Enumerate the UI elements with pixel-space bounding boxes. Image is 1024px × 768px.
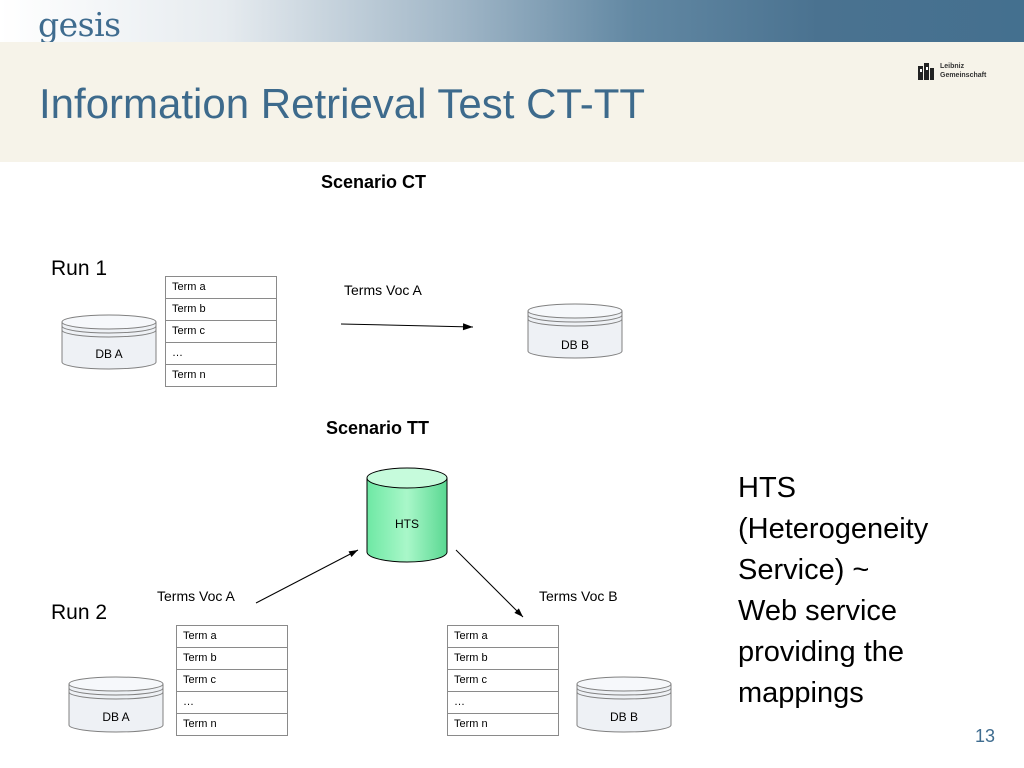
table-row: Term c	[165, 320, 277, 343]
hts-description-line: providing the	[738, 636, 905, 668]
table-row: Term a	[176, 625, 288, 648]
db-b-run1-cylinder: DB B	[527, 303, 623, 359]
term-cell: Term b	[447, 647, 559, 670]
hts-description-line: (Heterogeneity	[738, 513, 929, 545]
leibniz-mark-icon	[918, 63, 934, 80]
term-cell: Term n	[165, 364, 277, 387]
hts-cylinder: HTS	[366, 467, 448, 563]
run1-label: Run 1	[51, 257, 108, 280]
table-row: Term c	[447, 669, 559, 692]
db-a-run1-label: DB A	[95, 347, 122, 361]
tt-arrow-from-hts	[455, 549, 524, 618]
tt-arrow-right-label: Terms Voc B	[539, 588, 618, 604]
table-row: …	[165, 342, 277, 365]
run2-left-term-table: Term a Term b Term c … Term n	[176, 625, 288, 736]
db-a-run2-cylinder: DB A	[68, 676, 164, 733]
run2-right-term-table: Term a Term b Term c … Term n	[447, 625, 559, 736]
term-cell: Term a	[165, 276, 277, 299]
title-band	[0, 42, 1024, 162]
hts-description-line: Service) ~	[738, 554, 870, 586]
table-row: Term b	[176, 647, 288, 670]
table-row: Term n	[165, 364, 277, 387]
db-a-run1-cylinder: DB A	[61, 314, 157, 370]
term-cell: Term c	[165, 320, 277, 343]
tt-arrow-left-label: Terms Voc A	[157, 588, 235, 604]
term-cell: Term a	[176, 625, 288, 648]
scenario-ct-heading: Scenario CT	[321, 172, 427, 192]
hts-description-line: Web service	[738, 595, 898, 627]
db-a-run2-label: DB A	[102, 710, 129, 724]
leibniz-logo: Leibniz Gemeinschaft	[916, 60, 996, 84]
run1-term-table: Term a Term b Term c … Term n	[165, 276, 277, 387]
table-row: Term a	[447, 625, 559, 648]
leibniz-logo-line-1: Leibniz	[940, 63, 965, 70]
top-gradient-bar	[0, 0, 1024, 42]
ct-arrow-label: Terms Voc A	[344, 282, 422, 298]
table-row: …	[447, 691, 559, 714]
gesis-logo: gesis	[38, 5, 121, 44]
page-number: 13	[974, 726, 995, 746]
table-row: Term n	[447, 713, 559, 736]
ct-arrow	[340, 323, 474, 331]
slide-title: Information Retrieval Test CT-TT	[39, 80, 646, 127]
scenario-tt-heading: Scenario TT	[326, 418, 430, 438]
term-cell: Term b	[165, 298, 277, 321]
table-row: Term n	[176, 713, 288, 736]
table-row: Term b	[165, 298, 277, 321]
term-cell: Term a	[447, 625, 559, 648]
db-b-run2-label: DB B	[610, 710, 638, 724]
term-cell: Term c	[176, 669, 288, 692]
term-cell: …	[447, 691, 559, 714]
term-cell: Term b	[176, 647, 288, 670]
table-row: Term b	[447, 647, 559, 670]
term-cell: Term c	[447, 669, 559, 692]
table-row: Term c	[176, 669, 288, 692]
db-b-run2-cylinder: DB B	[576, 676, 672, 733]
hts-description: HTS (Heterogeneity Service) ~ Web servic…	[738, 468, 998, 714]
tt-arrow-to-hts	[255, 549, 359, 604]
db-b-run1-label: DB B	[561, 338, 589, 352]
leibniz-logo-line-2: Gemeinschaft	[940, 72, 987, 79]
hts-description-line: HTS	[738, 472, 796, 504]
table-row: …	[176, 691, 288, 714]
hts-node-label: HTS	[395, 517, 419, 531]
term-cell: Term n	[447, 713, 559, 736]
hts-description-line: mappings	[738, 677, 864, 709]
table-row: Term a	[165, 276, 277, 299]
run2-label: Run 2	[51, 601, 108, 624]
term-cell: Term n	[176, 713, 288, 736]
term-cell: …	[165, 342, 277, 365]
term-cell: …	[176, 691, 288, 714]
